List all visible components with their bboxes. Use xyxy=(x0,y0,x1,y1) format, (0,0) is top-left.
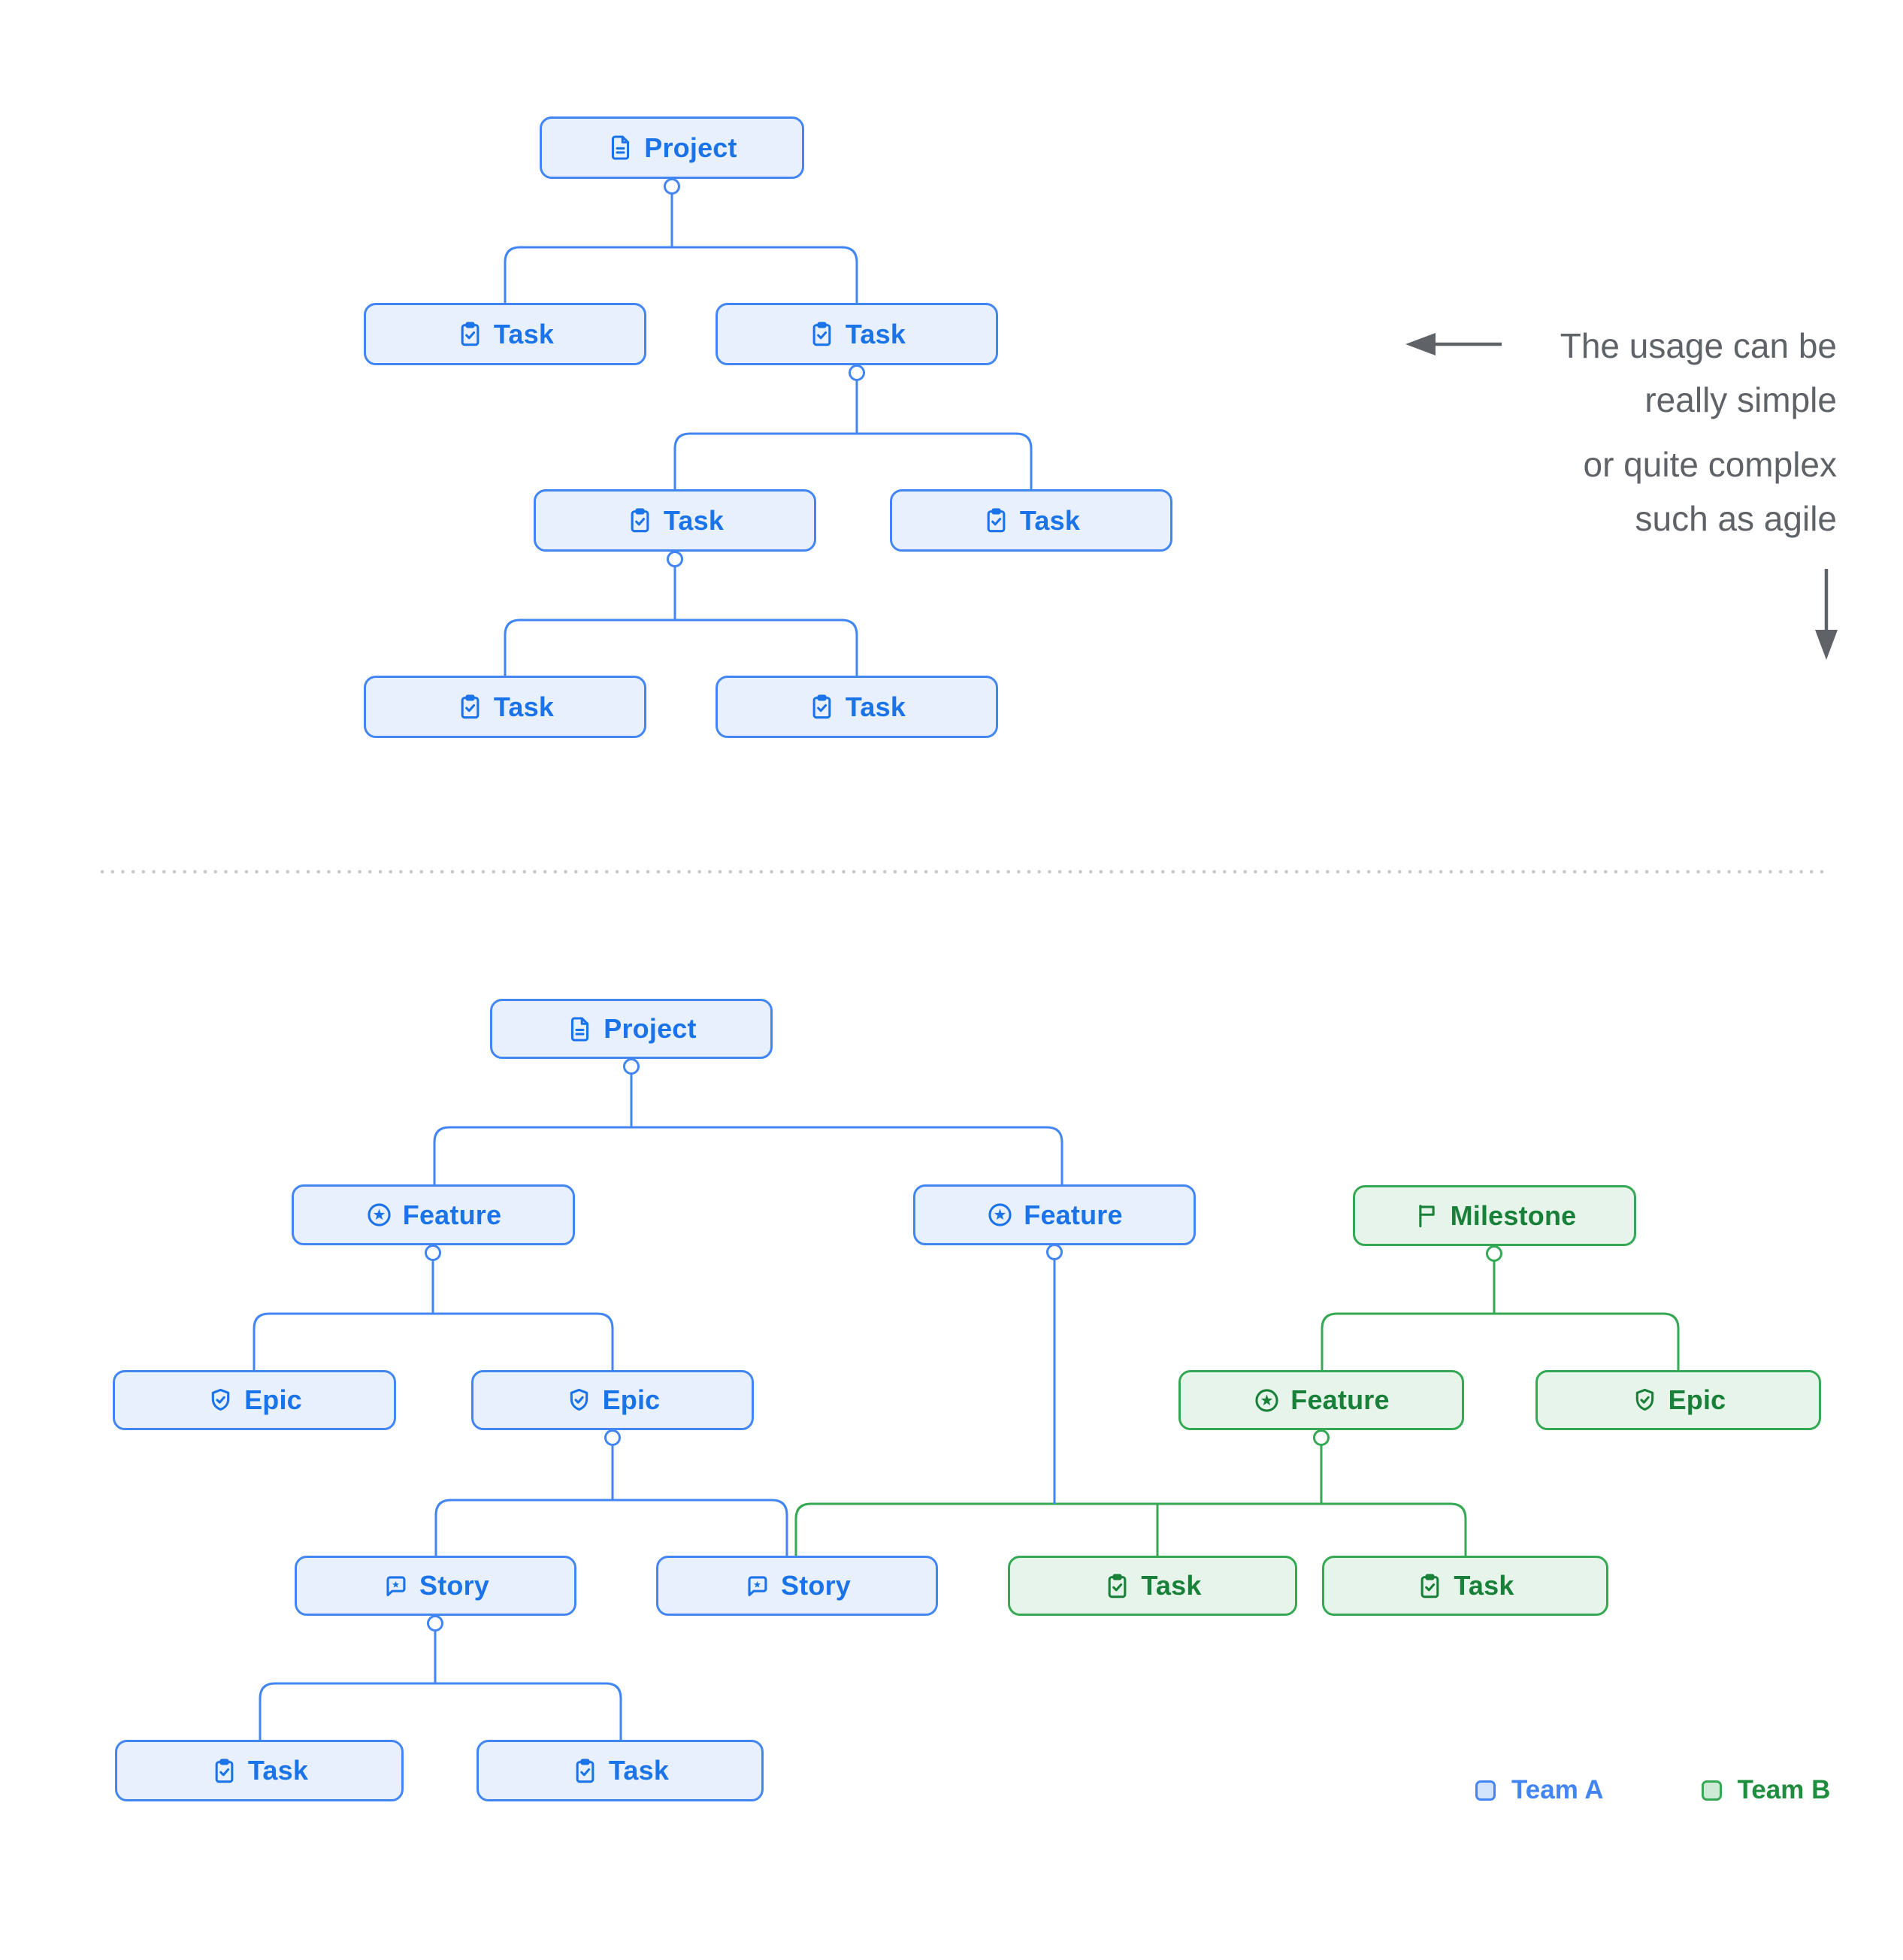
node-label: Task xyxy=(845,691,906,722)
story-icon xyxy=(386,1575,406,1596)
node-feature: Feature xyxy=(1178,1370,1464,1430)
node-label: Feature xyxy=(1290,1384,1390,1415)
node-task: Task xyxy=(115,1740,404,1801)
feature-icon xyxy=(988,1203,1012,1227)
connector xyxy=(794,1444,1467,1556)
node-story: Story xyxy=(295,1556,576,1616)
task-icon xyxy=(812,322,831,346)
node-label: Task xyxy=(1019,504,1081,536)
connector xyxy=(253,1260,614,1370)
node-task: Task xyxy=(716,303,998,365)
node-label: Project xyxy=(644,132,737,163)
legend-team-a: Team A xyxy=(1475,1775,1604,1805)
node-task: Task xyxy=(364,676,646,738)
connector-port xyxy=(849,364,865,381)
task-icon xyxy=(461,694,480,719)
connector-port xyxy=(427,1615,443,1632)
legend-team-b: Team B xyxy=(1701,1775,1831,1805)
connector xyxy=(1321,1260,1680,1370)
connector-port xyxy=(1486,1245,1502,1262)
task-icon xyxy=(1421,1573,1439,1598)
note-simple-line2: really simple xyxy=(1644,380,1837,419)
legend: Team A Team B xyxy=(1475,1775,1830,1805)
node-project: Project xyxy=(490,999,773,1059)
node-epic: Epic xyxy=(113,1370,396,1430)
annotation-note: The usage can be really simple or quite … xyxy=(1560,319,1837,546)
node-epic: Epic xyxy=(1535,1370,1821,1430)
connector-port xyxy=(425,1245,441,1261)
down-arrow xyxy=(1815,569,1838,660)
team-a-label: Team A xyxy=(1511,1775,1604,1804)
connector-port xyxy=(1313,1429,1330,1446)
node-label: Task xyxy=(493,691,555,722)
connector xyxy=(504,566,858,676)
note-simple-line1: The usage can be xyxy=(1560,326,1837,365)
node-task: Task xyxy=(534,489,816,552)
node-task: Task xyxy=(716,676,998,738)
node-label: Task xyxy=(845,318,906,349)
node-project: Project xyxy=(540,116,804,179)
story-icon xyxy=(748,1575,767,1596)
node-task: Task xyxy=(477,1740,764,1801)
connector-port xyxy=(623,1058,640,1075)
node-task: Task xyxy=(1008,1556,1297,1616)
feature-icon xyxy=(368,1203,391,1227)
node-feature: Feature xyxy=(913,1184,1196,1245)
node-label: Project xyxy=(604,1013,697,1044)
node-feature: Feature xyxy=(292,1184,575,1245)
node-label: Task xyxy=(247,1755,309,1786)
task-icon xyxy=(631,508,649,533)
connector xyxy=(673,380,1033,489)
left-arrow xyxy=(1405,333,1502,355)
team-b-swatch xyxy=(1701,1780,1722,1801)
node-label: Task xyxy=(1141,1570,1202,1601)
task-icon xyxy=(215,1758,234,1783)
connector xyxy=(433,1073,1063,1184)
node-label: Task xyxy=(608,1755,670,1786)
task-icon xyxy=(461,322,480,346)
document-icon xyxy=(571,1016,589,1042)
task-icon xyxy=(1109,1573,1127,1598)
task-icon xyxy=(987,508,1006,533)
epic-icon xyxy=(570,1388,588,1411)
node-label: Story xyxy=(419,1570,490,1601)
node-milestone: Milestone xyxy=(1353,1185,1636,1246)
epic-icon xyxy=(211,1388,230,1411)
node-epic: Epic xyxy=(471,1370,754,1430)
node-label: Milestone xyxy=(1450,1199,1577,1231)
node-label: Story xyxy=(780,1570,852,1601)
connector-port xyxy=(604,1429,621,1446)
node-label: Feature xyxy=(1024,1199,1123,1230)
node-label: Epic xyxy=(602,1384,661,1415)
node-task: Task xyxy=(364,303,646,365)
connector xyxy=(259,1630,622,1740)
team-b-label: Team B xyxy=(1737,1775,1831,1804)
connector-port xyxy=(664,178,680,195)
epic-icon xyxy=(1635,1388,1653,1411)
team-a-swatch xyxy=(1475,1780,1496,1801)
document-icon xyxy=(612,135,630,160)
connector xyxy=(504,193,858,303)
node-task: Task xyxy=(890,489,1172,552)
node-task: Task xyxy=(1322,1556,1608,1616)
feature-icon xyxy=(1255,1388,1278,1412)
node-label: Feature xyxy=(402,1199,502,1230)
node-label: Epic xyxy=(1668,1384,1726,1415)
node-story: Story xyxy=(656,1556,938,1616)
node-label: Epic xyxy=(244,1384,302,1415)
connector xyxy=(434,1444,788,1556)
milestone-icon xyxy=(1418,1205,1435,1228)
note-complex-line2: such as agile xyxy=(1635,499,1838,538)
node-label: Task xyxy=(1454,1570,1514,1601)
task-icon xyxy=(812,694,831,719)
task-icon xyxy=(576,1758,594,1783)
node-label: Task xyxy=(663,504,725,536)
connector-port xyxy=(667,551,683,567)
node-label: Task xyxy=(493,318,555,349)
note-complex-line1: or quite complex xyxy=(1583,445,1838,484)
